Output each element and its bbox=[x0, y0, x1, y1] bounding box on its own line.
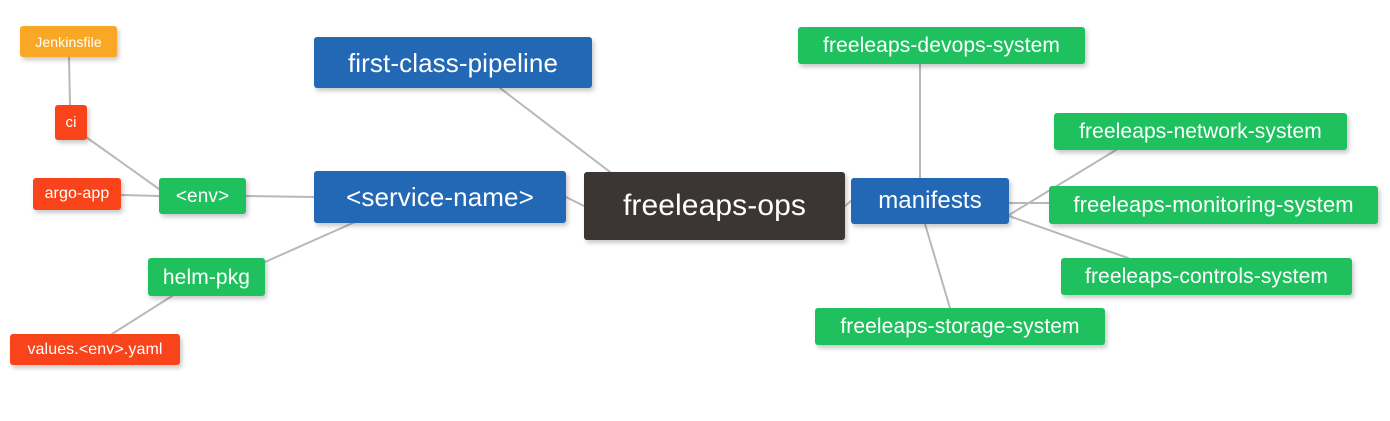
mindmap-node-manifests[interactable]: manifests bbox=[851, 178, 1009, 224]
edge-freeleaps-ops-to-service-name bbox=[565, 196, 585, 207]
mindmap-node-freeleaps-ops[interactable]: freeleaps-ops bbox=[584, 172, 845, 240]
edge-service-name-to-env bbox=[245, 195, 315, 198]
mindmap-node-freeleaps-monitoring-system[interactable]: freeleaps-monitoring-system bbox=[1049, 186, 1378, 224]
mindmap-node-helm-pkg[interactable]: helm-pkg bbox=[148, 258, 265, 296]
mindmap-node-jenkinsfile[interactable]: Jenkinsfile bbox=[20, 26, 117, 57]
mindmap-node-freeleaps-devops-system[interactable]: freeleaps-devops-system bbox=[798, 27, 1085, 64]
edge-helm-pkg-to-values-yaml bbox=[111, 295, 173, 335]
mindmap-node-argo-app[interactable]: argo-app bbox=[33, 178, 121, 210]
mindmap-node-service-name[interactable]: <service-name> bbox=[314, 171, 566, 223]
mindmap-node-env[interactable]: <env> bbox=[159, 178, 246, 214]
edge-service-name-to-helm-pkg bbox=[264, 221, 356, 263]
edge-freeleaps-ops-to-first-class-pipeline bbox=[499, 87, 611, 173]
mindmap-node-ci[interactable]: ci bbox=[55, 105, 87, 140]
edge-manifests-to-freeleaps-storage-system bbox=[924, 223, 951, 309]
mindmap-node-freeleaps-storage-system[interactable]: freeleaps-storage-system bbox=[815, 308, 1105, 345]
edge-env-to-argo-app bbox=[120, 194, 160, 197]
mindmap-node-freeleaps-network-system[interactable]: freeleaps-network-system bbox=[1054, 113, 1347, 150]
edge-ci-to-jenkinsfile bbox=[68, 56, 71, 106]
mindmap-node-first-class-pipeline[interactable]: first-class-pipeline bbox=[314, 37, 592, 88]
mindmap-node-freeleaps-controls-system[interactable]: freeleaps-controls-system bbox=[1061, 258, 1352, 295]
mindmap-node-values-yaml[interactable]: values.<env>.yaml bbox=[10, 334, 180, 365]
